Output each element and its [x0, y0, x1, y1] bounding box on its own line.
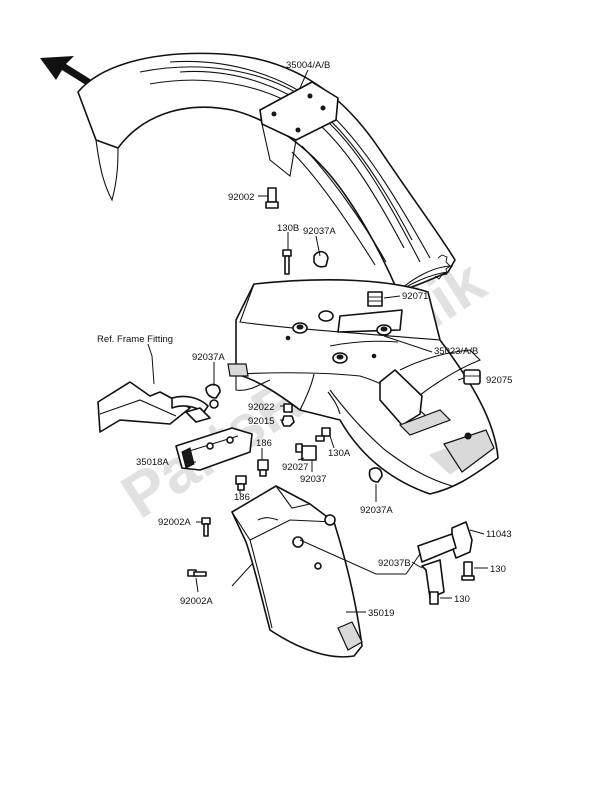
- rear-fender-rear[interactable]: [231, 485, 363, 658]
- bolt-130a[interactable]: [315, 427, 331, 442]
- label-130b: 130B: [277, 223, 299, 234]
- grommet-92037a-top[interactable]: [313, 250, 329, 268]
- bolt-130-top[interactable]: [461, 561, 475, 581]
- label-92027: 92027: [282, 462, 308, 473]
- label-92037b: 92037B: [378, 558, 411, 569]
- grommet-92037a-left[interactable]: [205, 383, 221, 399]
- label-35004: 35004/A/B: [286, 60, 330, 71]
- frame-fitting: [97, 381, 219, 433]
- label-130-top: 130: [490, 564, 506, 575]
- label-92075: 92075: [486, 375, 512, 386]
- label-ref-frame: Ref. Frame Fitting: [97, 334, 173, 345]
- label-92002a-top: 92002A: [158, 517, 191, 528]
- bolt-130b[interactable]: [282, 249, 292, 275]
- bolt-186-top[interactable]: [257, 459, 269, 477]
- bracket-35018a[interactable]: [175, 427, 253, 471]
- label-35019: 35019: [368, 608, 394, 619]
- label-92037a-top: 92037A: [303, 226, 336, 237]
- label-92002: 92002: [228, 192, 254, 203]
- bolt-92002-front[interactable]: [265, 187, 279, 209]
- label-130a: 130A: [328, 448, 351, 459]
- label-130-bottom: 130: [454, 594, 470, 605]
- label-92037a-left: 92037A: [192, 352, 225, 363]
- bolt-92002a-bottom[interactable]: [187, 569, 207, 577]
- rubber-cushions[interactable]: [285, 310, 392, 364]
- label-35023: 35023/A/B: [434, 346, 478, 357]
- bracket-11043[interactable]: [417, 521, 473, 563]
- label-92037a-bottom: 92037A: [360, 505, 393, 516]
- label-92022: 92022: [248, 402, 274, 413]
- collar-92022[interactable]: [283, 403, 293, 413]
- leader-lines: [147, 69, 488, 613]
- label-92002a-bottom: 92002A: [180, 596, 213, 607]
- label-35018a: 35018A: [136, 457, 169, 468]
- label-92015: 92015: [248, 416, 274, 427]
- label-186-bottom: 186: [234, 492, 250, 503]
- part-labels: 35004/A/B 92002 130B 92037A 92071 35023/…: [97, 60, 512, 619]
- bolt-186-bottom[interactable]: [235, 475, 247, 491]
- label-92071: 92071: [402, 291, 428, 302]
- bolt-130-bottom[interactable]: [429, 591, 439, 605]
- bolt-92002a-top[interactable]: [201, 517, 211, 537]
- cushion-92075[interactable]: [463, 369, 481, 385]
- front-fender[interactable]: [77, 52, 456, 293]
- clip-92027[interactable]: [295, 443, 317, 461]
- label-186-top: 186: [256, 438, 272, 449]
- label-11043: 11043: [486, 529, 512, 540]
- label-92037: 92037: [300, 474, 326, 485]
- nut-92015[interactable]: [281, 415, 295, 427]
- grommet-92037a-bottom[interactable]: [368, 467, 383, 483]
- front-arrow-icon: [40, 56, 98, 90]
- grommet-92071[interactable]: [367, 291, 383, 307]
